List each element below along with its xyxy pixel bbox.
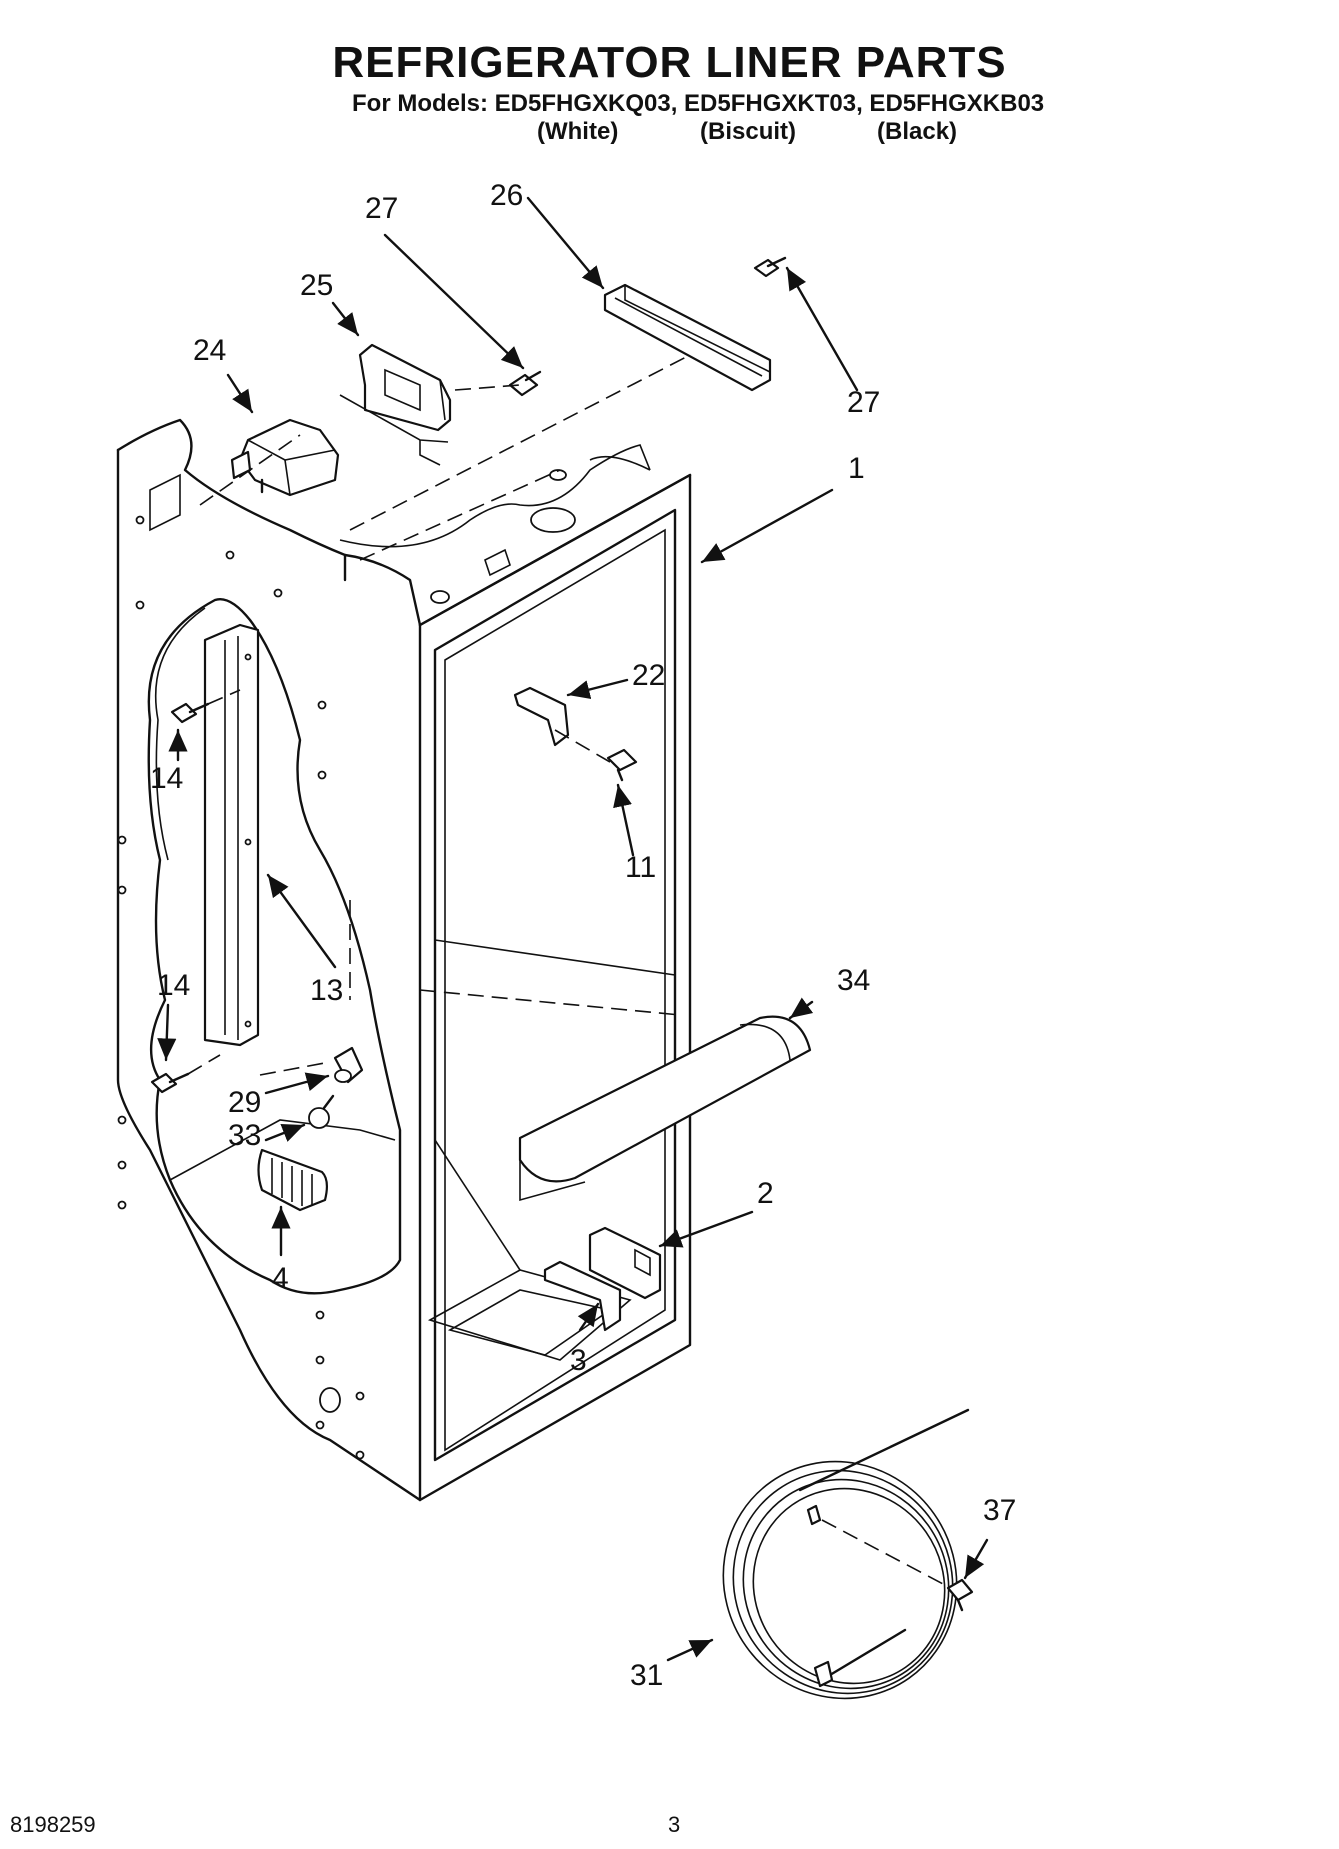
callout-27-right: 27 [847, 386, 880, 419]
part-24-control [230, 418, 340, 497]
callout-11: 11 [625, 851, 656, 884]
part-29-socket [259, 1046, 364, 1084]
callout-13: 13 [310, 974, 343, 1007]
part-26-rail [603, 283, 772, 392]
part-2-bracket [588, 1226, 662, 1300]
color-black: (Black) [877, 118, 958, 145]
part-25-bracket [339, 343, 452, 466]
leader-arrows [157, 196, 989, 1662]
part-11-screw [606, 748, 638, 782]
part-14-screw-upper [170, 702, 210, 724]
callout-14-lower: 14 [157, 969, 190, 1002]
page-number: 3 [668, 1812, 681, 1837]
part-27-screw-right [753, 256, 787, 278]
part-27-screw-upper [508, 370, 542, 397]
dash-24 [199, 434, 301, 506]
page-title: REFRIGERATOR LINER PARTS [332, 38, 1007, 87]
callout-37: 37 [983, 1494, 1016, 1527]
callout-2: 2 [757, 1177, 774, 1210]
callout-26: 26 [490, 179, 523, 212]
liner-cabinet [116, 418, 692, 1502]
callout-31: 31 [630, 1659, 663, 1692]
part-3-bracket [543, 1260, 622, 1332]
callout-27-upper: 27 [365, 192, 398, 225]
callout-3: 3 [570, 1344, 587, 1377]
callout-25: 25 [300, 269, 333, 302]
wall-holes [117, 515, 365, 1460]
dash-liner-top [359, 469, 561, 561]
color-white: (White) [537, 118, 619, 145]
part-34-cover [518, 1015, 812, 1202]
part-31-tube-coil [722, 1408, 970, 1700]
models-line: For Models: ED5FHGXKQ03, ED5FHGXKT03, ED… [352, 90, 1045, 117]
callout-24: 24 [193, 334, 226, 367]
callout-29: 29 [228, 1086, 261, 1119]
screw-dash-upper [207, 689, 241, 705]
callout-4: 4 [272, 1262, 289, 1295]
part-22-bracket [513, 686, 611, 763]
color-biscuit: (Biscuit) [700, 118, 796, 145]
part-33-bulb [308, 1094, 335, 1129]
part-37-screw [946, 1578, 974, 1612]
callout-22: 22 [632, 659, 665, 692]
callout-14-upper: 14 [150, 762, 183, 795]
callout-34: 34 [837, 964, 870, 997]
dash-26 [349, 354, 691, 531]
part-4-grille [257, 1148, 329, 1212]
part-14-screw-lower [150, 1072, 190, 1094]
part-13-rail [203, 623, 260, 1047]
dash-27 [454, 384, 521, 391]
callout-33: 33 [228, 1119, 261, 1152]
callout-1: 1 [848, 452, 865, 485]
screw-dash-lower [187, 1054, 221, 1075]
doc-number: 8198259 [10, 1812, 96, 1837]
